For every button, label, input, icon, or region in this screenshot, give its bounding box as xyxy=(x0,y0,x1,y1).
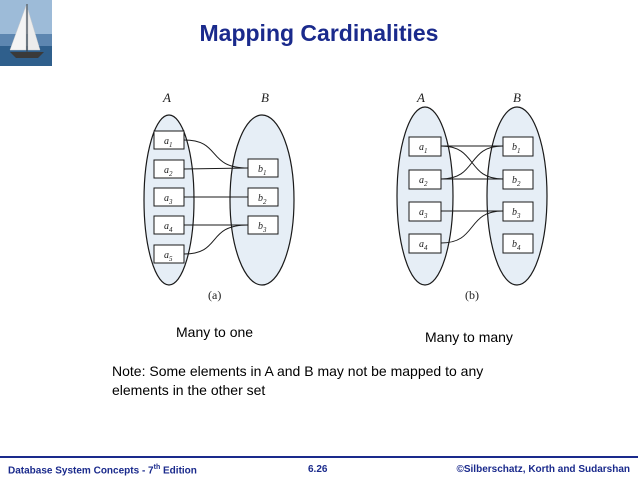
element-subscript: 3 xyxy=(516,212,521,220)
element-letter: a xyxy=(419,207,424,218)
svg-text:b1: b1 xyxy=(258,164,267,177)
element-a3: a3 xyxy=(153,187,185,207)
note-text: Note: Some elements in A and B may not b… xyxy=(112,363,484,398)
element-subscript: 1 xyxy=(517,147,521,155)
element-letter: b xyxy=(258,193,263,204)
element-subscript: 3 xyxy=(168,198,173,206)
mapping-line xyxy=(440,210,504,244)
element-b1: b1 xyxy=(502,136,534,157)
element-subscript: 4 xyxy=(517,244,521,252)
element-letter: a xyxy=(164,193,169,204)
mapping-line xyxy=(183,139,249,169)
element-a4: a4 xyxy=(153,215,185,235)
element-a2: a2 xyxy=(153,159,185,179)
slide-title: Mapping Cardinalities xyxy=(199,20,439,46)
element-letter: a xyxy=(419,239,424,250)
element-b3: b3 xyxy=(247,215,279,235)
set-a-ellipse xyxy=(396,106,454,286)
element-subscript: 4 xyxy=(169,226,173,234)
set-b-label: B xyxy=(513,90,521,105)
svg-text:b2: b2 xyxy=(258,193,267,206)
element-a3: a3 xyxy=(408,201,442,222)
svg-text:a1: a1 xyxy=(419,142,428,155)
element-letter: b xyxy=(258,164,263,175)
svg-text:b3: b3 xyxy=(258,221,267,234)
element-a5: a5 xyxy=(153,244,185,264)
element-a2: a2 xyxy=(408,169,442,190)
element-subscript: 3 xyxy=(423,212,428,220)
element-subscript: 2 xyxy=(169,170,173,178)
element-subscript: 4 xyxy=(424,244,428,252)
svg-text:a2: a2 xyxy=(164,165,173,178)
panel-label: (b) xyxy=(465,288,479,302)
svg-text:a3: a3 xyxy=(164,193,173,206)
element-letter: a xyxy=(419,175,424,186)
element-subscript: 2 xyxy=(263,198,267,206)
sailboat-icon xyxy=(0,0,52,66)
element-subscript: 2 xyxy=(517,180,521,188)
set-a-label: A xyxy=(162,90,171,105)
element-subscript: 1 xyxy=(263,169,267,177)
caption-many-to-many: Many to many xyxy=(425,329,513,345)
element-a1: a1 xyxy=(153,130,185,150)
element-subscript: 2 xyxy=(424,180,428,188)
svg-text:a2: a2 xyxy=(419,175,428,188)
footer-page-number: 6.26 xyxy=(308,464,328,475)
svg-text:a1: a1 xyxy=(164,136,173,149)
mapping-line xyxy=(183,167,249,170)
element-letter: a xyxy=(164,165,169,176)
footer-divider xyxy=(0,456,638,458)
footer-book-title: Database System Concepts - 7th Edition xyxy=(8,464,197,476)
element-b2: b2 xyxy=(502,169,534,190)
set-b-ellipse xyxy=(486,106,548,286)
svg-text:a4: a4 xyxy=(164,221,173,234)
element-letter: b xyxy=(258,221,263,232)
element-a4: a4 xyxy=(408,233,442,254)
element-b4: b4 xyxy=(502,233,534,254)
caption-many-to-one: Many to one xyxy=(176,324,254,340)
panel-label: (a) xyxy=(208,288,221,302)
element-letter: a xyxy=(164,136,169,147)
element-b3: b3 xyxy=(502,201,534,222)
mapping-line xyxy=(440,145,504,180)
element-letter: a xyxy=(164,221,169,232)
element-letter: b xyxy=(512,175,517,186)
slide-footer: Database System Concepts - 7th Edition 6… xyxy=(0,448,638,478)
svg-text:a4: a4 xyxy=(419,239,428,252)
element-b2: b2 xyxy=(247,187,279,207)
element-subscript: 5 xyxy=(169,255,173,263)
set-a-label: A xyxy=(416,90,425,105)
element-letter: b xyxy=(512,239,517,250)
element-letter: b xyxy=(512,207,517,218)
svg-text:b4: b4 xyxy=(512,239,521,252)
element-letter: b xyxy=(512,142,517,153)
element-subscript: 3 xyxy=(262,226,267,234)
svg-text:b3: b3 xyxy=(512,207,521,220)
diagram-many-to-one: A B a1 a2 a3 a4 a5 b1 b2 b3 (a) xyxy=(143,90,295,302)
footer-book-title-sup: th xyxy=(153,464,161,471)
mapping-line xyxy=(183,224,249,255)
element-letter: a xyxy=(164,250,169,261)
footer-book-title-edition: Edition xyxy=(160,465,197,477)
svg-text:a5: a5 xyxy=(164,250,173,263)
svg-text:a3: a3 xyxy=(419,207,428,220)
footer-book-title-main: Database System Concepts - 7 xyxy=(8,465,154,477)
svg-text:b1: b1 xyxy=(512,142,521,155)
element-subscript: 1 xyxy=(424,147,428,155)
element-a1: a1 xyxy=(408,136,442,157)
svg-text:b2: b2 xyxy=(512,175,521,188)
set-b-label: B xyxy=(261,90,269,105)
element-letter: a xyxy=(419,142,424,153)
element-b1: b1 xyxy=(247,158,279,178)
element-subscript: 1 xyxy=(169,141,173,149)
footer-copyright: ©Silberschatz, Korth and Sudarshan xyxy=(456,464,630,475)
diagram-many-to-many: A B a1 a2 a3 a4 b1 b2 b3 b4 (b) xyxy=(396,90,548,302)
